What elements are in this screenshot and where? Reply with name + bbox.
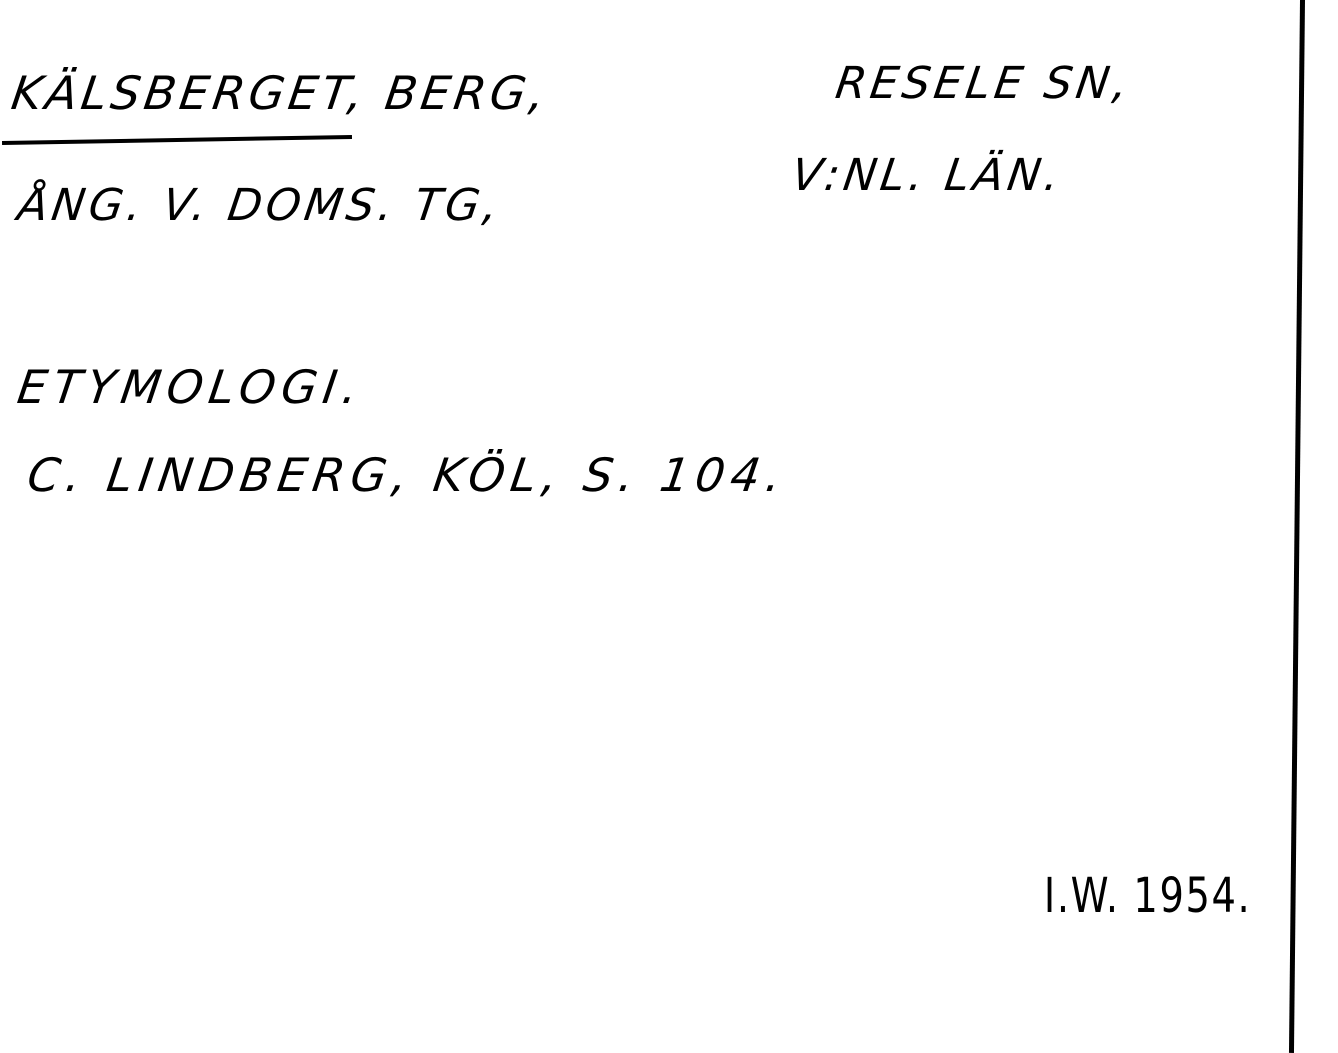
parish: RESELE SN, — [832, 58, 1135, 109]
section-heading: ETYMOLOGI. — [14, 360, 368, 414]
card-edge-line — [1288, 0, 1305, 1053]
county: V:NL. LÄN. — [788, 150, 1067, 201]
headword-underline — [1, 134, 353, 146]
source-line: ÅNG. V. DOMS. TG, — [14, 180, 506, 231]
reference: C. LINDBERG, KÖL, S. 104. — [24, 448, 791, 502]
headword-line: KÄLSBERGET, BERG, — [8, 66, 552, 120]
signature-date: I.W. 1954. — [1043, 868, 1252, 924]
place-type: BERG, — [381, 66, 553, 120]
headword: KÄLSBERGET, — [8, 66, 371, 120]
